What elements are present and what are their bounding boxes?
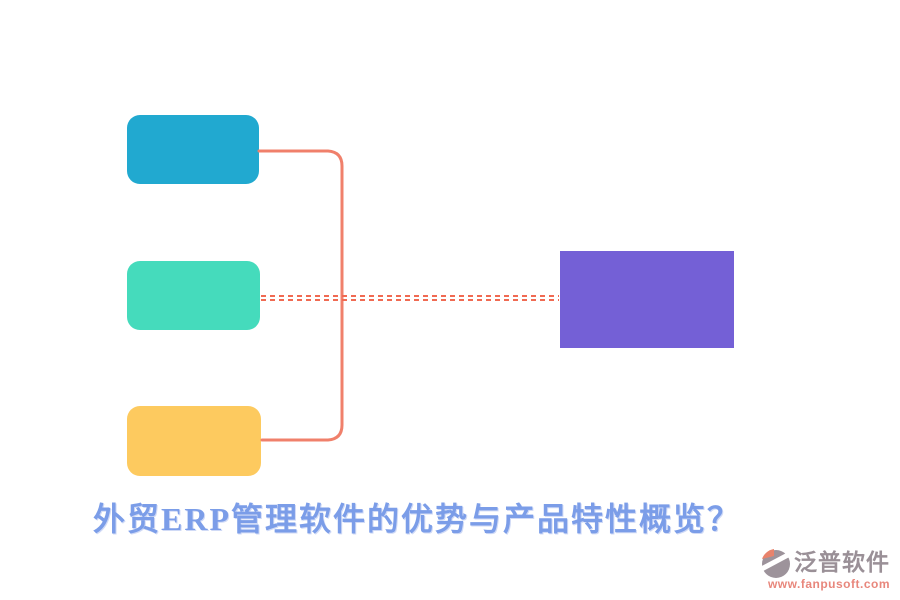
fanpu-logo-row: 泛普软件 — [760, 547, 890, 579]
fanpu-brand-text: 泛普软件 — [794, 549, 890, 576]
fanpu-watermark: 泛普软件 www.fanpusoft.com — [760, 547, 890, 591]
fanpu-url-text: www.fanpusoft.com — [767, 577, 890, 591]
topic-box-middle — [127, 261, 260, 330]
topic-box-bottom — [127, 406, 261, 476]
summary-box — [560, 251, 734, 348]
fanpu-logo-icon — [760, 549, 792, 578]
bracket-connector-line — [257, 149, 344, 442]
page-title: 外贸ERP管理软件的优势与产品特性概览？ — [93, 501, 742, 537]
topic-box-top — [127, 115, 259, 184]
